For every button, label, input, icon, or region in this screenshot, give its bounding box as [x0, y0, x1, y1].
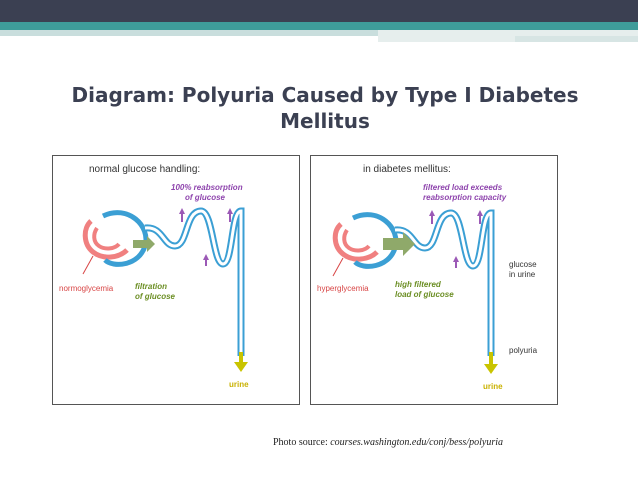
- header-strip: [0, 30, 638, 36]
- photo-source-prefix: Photo source:: [273, 437, 331, 448]
- urine-label: urine: [229, 380, 249, 389]
- filtered-label-line2: reabsorption capacity: [423, 193, 507, 202]
- reabsorption-arrow-1: [179, 208, 185, 214]
- reabsorption-arrow-3: [203, 254, 209, 260]
- blood-pointer: [82, 255, 94, 275]
- filtration-label-line2: of glucose: [135, 292, 176, 301]
- slide-title-line1: Diagram: Polyuria Caused by Type I Diabe…: [71, 83, 579, 107]
- slide-title-line2: Mellitus: [280, 109, 370, 133]
- urine-label: urine: [483, 382, 503, 391]
- reabsorption-arrow-2: [477, 210, 483, 216]
- high-filtration-arrow: [383, 232, 415, 256]
- glomerulus-capillary-inner: [92, 226, 121, 251]
- reabsorption-arrow-2: [227, 208, 233, 214]
- photo-source: Photo source: courses.washington.edu/con…: [273, 437, 503, 448]
- reabsorption-label-line1: 100% reabsorption: [171, 183, 243, 192]
- slide-title: Diagram: Polyuria Caused by Type I Diabe…: [60, 82, 590, 134]
- reabsorption-arrow-3: [453, 256, 459, 262]
- urine-arrow-head: [234, 362, 248, 372]
- header-accent-bar: [0, 22, 638, 30]
- blood-label: normoglycemia: [59, 284, 114, 293]
- header-bar: [0, 0, 638, 22]
- diabetes-panel: in diabetes mellitus: filtered load exce…: [310, 155, 558, 405]
- polyuria-label: polyuria: [509, 346, 538, 355]
- nephron-diagram-normal: [82, 207, 248, 372]
- glomerulus-capillary-inner: [342, 228, 371, 253]
- load-label-line1: high filtered: [395, 280, 441, 289]
- filtration-arrow: [133, 236, 155, 252]
- glomerulus-capillary: [82, 219, 129, 260]
- urine-arrow-shaft: [239, 352, 243, 364]
- load-label-line2: load of glucose: [395, 290, 454, 299]
- header-accent-block-small: [515, 36, 638, 42]
- urine-arrow-head: [484, 364, 498, 374]
- renal-tubule-lumen: [144, 209, 243, 356]
- nephron-diagram-diabetes: [332, 209, 498, 374]
- normal-glucose-panel: normal glucose handling: 100% reabsorpti…: [52, 155, 300, 405]
- panel-heading: in diabetes mellitus:: [363, 164, 451, 175]
- glucose-urine-label-line2: in urine: [509, 270, 536, 279]
- blood-label: hyperglycemia: [317, 284, 369, 293]
- panel-heading: normal glucose handling:: [89, 164, 201, 175]
- photo-source-url: courses.washington.edu/conj/bess/polyuri…: [330, 437, 503, 448]
- filtration-label-line1: filtration: [135, 282, 167, 291]
- blood-pointer: [332, 257, 344, 277]
- filtered-label-line1: filtered load exceeds: [423, 183, 503, 192]
- reabsorption-arrow-1: [429, 210, 435, 216]
- glucose-urine-label-line1: glucose: [509, 260, 537, 269]
- urine-arrow-shaft: [489, 352, 493, 366]
- renal-tubule-lumen: [394, 211, 493, 356]
- reabsorption-label-line2: of glucose: [185, 193, 226, 202]
- glomerulus-capillary: [332, 222, 379, 262]
